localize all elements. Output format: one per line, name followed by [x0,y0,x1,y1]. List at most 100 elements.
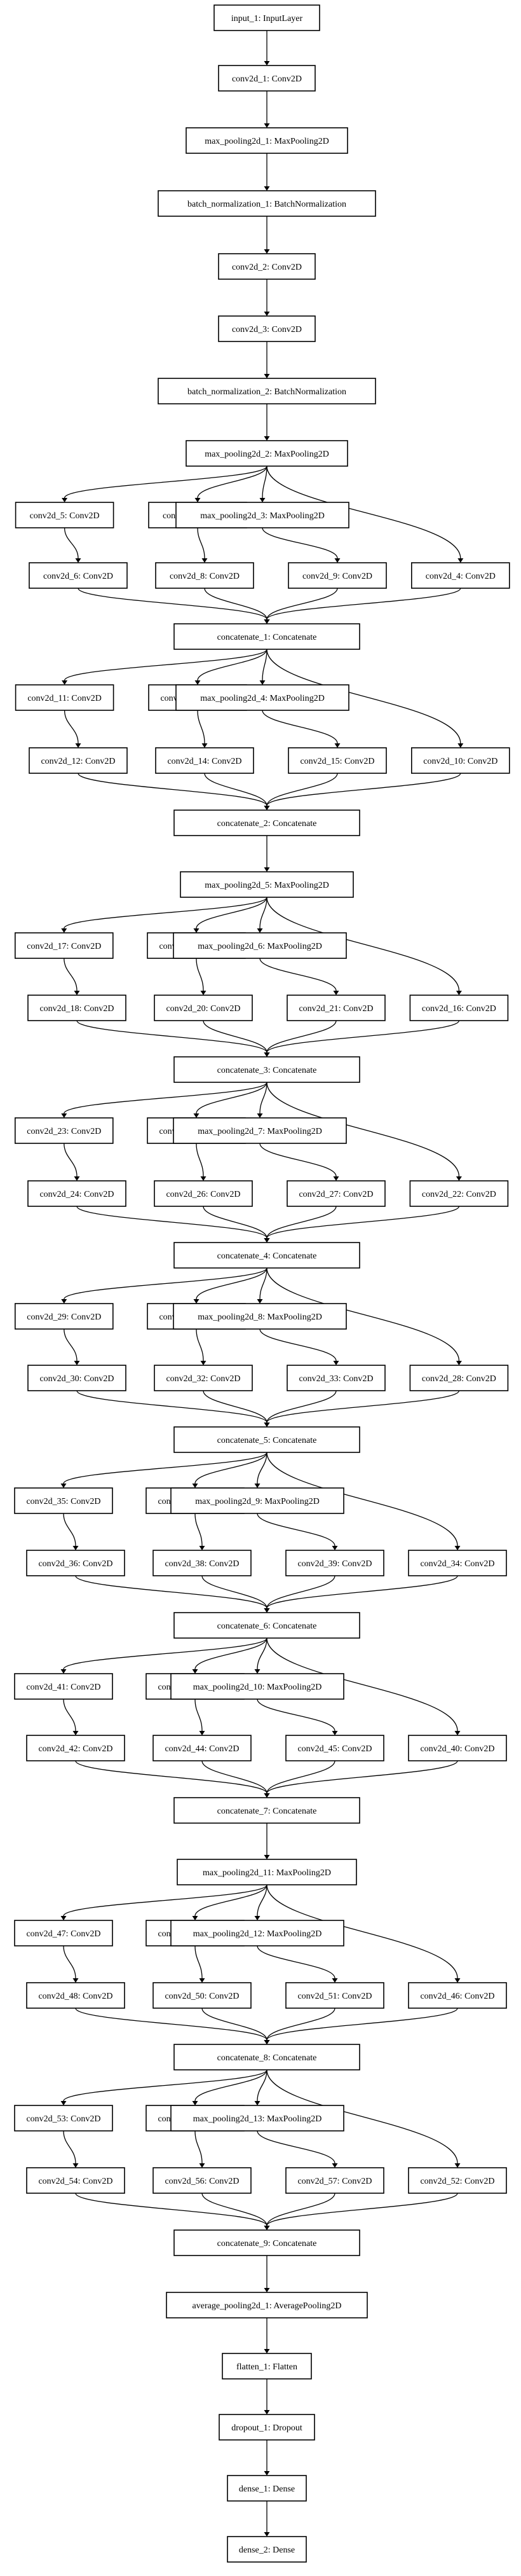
arrowhead [199,1978,205,1983]
layer-box [154,1180,253,1207]
edge-max-pooling2d-5-to-max-pooling2d-6 [259,897,267,929]
edge-conv2d-25-to-conv2d-26 [196,1143,204,1177]
layer-label: conv2d_36: Conv2D [38,1559,112,1569]
layer-box [408,1550,507,1576]
layer-node-conv2d-10: conv2d_10: Conv2D [410,747,510,774]
arrowhead [332,2163,338,2168]
layer-box [213,4,320,31]
layer-label: conv2d_41: Conv2D [26,1683,100,1692]
layer-label: conv2d_21: Conv2D [299,1004,373,1014]
arrowhead [334,743,341,748]
layer-label: conv2d_42: Conv2D [38,1744,112,1754]
layer-box [152,1982,252,2009]
layer-node-max-pooling2d-9: max_pooling2d_9: MaxPooling2D [170,1487,344,1514]
layer-node-max-pooling2d-11: max_pooling2d_11: MaxPooling2D [177,1859,357,1885]
arrowhead [264,61,270,65]
edge-conv2d-33-to-concatenate-5 [266,1390,337,1423]
layer-node-conv2d-34: conv2d_34: Conv2D [408,1550,507,1576]
edge-conv2d-41-to-conv2d-42 [63,1698,76,1732]
layer-node-conv2d-26: conv2d_26: Conv2D [154,1180,253,1207]
layer-node-flatten-1: flatten_1: Flatten [222,2353,312,2380]
edge-concatenate-3-to-conv2d-25 [196,1082,267,1114]
layer-node-average-pooling2d-1: average_pooling2d_1: AveragePooling2D [166,2292,368,2318]
edge-max-pooling2d-13-to-conv2d-57 [257,2130,335,2164]
layer-node-conv2d-53: conv2d_53: Conv2D [14,2105,113,2132]
layer-label: max_pooling2d_4: MaxPooling2D [200,694,325,703]
layer-box [14,1117,114,1144]
layer-node-conv2d-28: conv2d_28: Conv2D [409,1365,509,1391]
layer-label: conv2d_30: Conv2D [39,1374,114,1384]
layer-box [14,1487,113,1514]
edge-concatenate-5-to-conv2d-37 [194,1452,267,1484]
layer-box [173,1242,360,1269]
edge-conv2d-28-to-concatenate-5 [266,1390,460,1423]
layer-box [170,1487,344,1514]
layer-box [180,871,354,898]
layer-node-conv2d-32: conv2d_32: Conv2D [154,1365,253,1391]
layer-box [152,1735,252,1761]
edge-conv2d-15-to-concatenate-2 [266,773,338,806]
arrowhead [75,743,81,748]
layer-box [408,1735,507,1761]
layer-label: batch_normalization_1: BatchNormalizatio… [187,200,346,209]
layer-label: conv2d_53: Conv2D [26,2114,100,2124]
layer-box [14,1920,113,1946]
arrowhead [264,806,270,810]
arrowhead [457,558,464,563]
arrowhead [192,1916,198,1920]
arrowhead [199,2163,205,2168]
edge-concatenate-5-to-max-pooling2d-9 [257,1452,267,1484]
layer-label: batch_normalization_2: BatchNormalizatio… [187,387,346,397]
layer-box [227,2475,307,2502]
layer-node-max-pooling2d-4: max_pooling2d_4: MaxPooling2D [175,684,349,711]
layer-label: flatten_1: Flatten [236,2362,297,2372]
layer-node-conv2d-1: conv2d_1: Conv2D [218,65,316,92]
layer-node-conv2d-52: conv2d_52: Conv2D [408,2167,507,2194]
layer-box [175,502,349,528]
edge-conv2d-45-to-concatenate-7 [266,1760,335,1794]
edge-concatenate-6-to-conv2d-43 [194,1637,267,1670]
arrowhead [72,1546,79,1550]
layer-label: concatenate_5: Concatenate [217,1436,317,1445]
edge-conv2d-32-to-concatenate-5 [203,1390,267,1423]
layer-box [219,2414,315,2441]
layer-node-conv2d-54: conv2d_54: Conv2D [26,2167,125,2194]
arrowhead [201,558,208,563]
edge-concatenate-3-to-conv2d-22 [266,1082,460,1177]
layer-box [29,562,128,589]
arrowhead [264,867,270,872]
edge-max-pooling2d-2-to-conv2d-7 [197,465,267,499]
layer-node-conv2d-45: conv2d_45: Conv2D [285,1735,384,1761]
edge-conv2d-9-to-concatenate-1 [266,588,338,620]
layer-box [26,2167,125,2194]
arrowhead [72,1731,79,1735]
layer-label: conv2d_18: Conv2D [39,1004,114,1014]
arrowhead [192,2101,198,2105]
edge-conv2d-39-to-concatenate-6 [266,1575,335,1609]
arrowhead [264,312,270,316]
arrowhead [201,743,208,748]
layer-label: max_pooling2d_9: MaxPooling2D [195,1497,320,1506]
layer-node-conv2d-18: conv2d_18: Conv2D [27,995,126,1021]
arrowhead [259,680,266,685]
layer-node-input-1: input_1: InputLayer [213,4,320,31]
layer-box [173,1303,347,1330]
layer-node-conv2d-48: conv2d_48: Conv2D [26,1982,125,2009]
layer-box [287,1365,386,1391]
layer-box [186,440,348,467]
layer-label: conv2d_24: Conv2D [39,1190,114,1199]
layer-label: conv2d_5: Conv2D [30,511,100,521]
layer-node-conv2d-15: conv2d_15: Conv2D [288,747,387,774]
layer-box [173,623,360,650]
layer-label: conv2d_54: Conv2D [38,2177,112,2186]
edge-conv2d-27-to-concatenate-4 [266,1206,337,1239]
layer-box [170,1920,344,1946]
edge-concatenate-3-to-conv2d-23 [64,1082,267,1114]
layer-node-conv2d-24: conv2d_24: Conv2D [27,1180,126,1207]
layer-label: conv2d_17: Conv2D [27,942,101,951]
arrowhead [264,1608,270,1613]
layer-box [170,1673,344,1700]
layer-node-conv2d-14: conv2d_14: Conv2D [155,747,254,774]
layer-label: max_pooling2d_2: MaxPooling2D [205,450,329,459]
layer-label: max_pooling2d_8: MaxPooling2D [198,1312,322,1322]
